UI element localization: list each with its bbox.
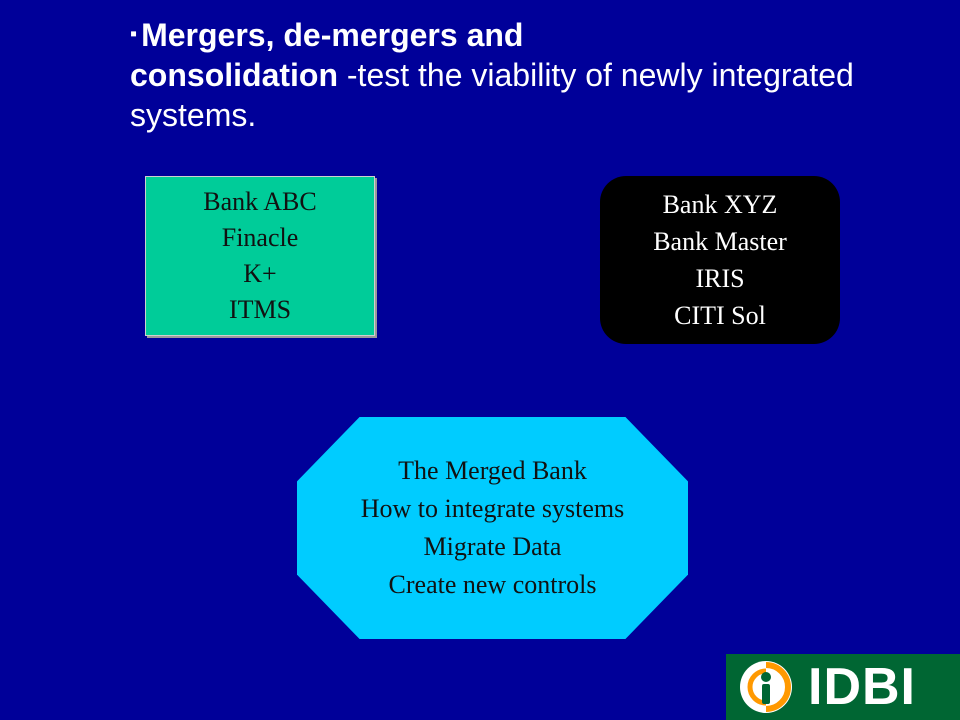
bank-xyz-box: Bank XYZ Bank Master IRIS CITI Sol [600, 176, 840, 344]
idbi-logo-text: IDBI [808, 658, 916, 716]
bank-abc-line: ITMS [228, 295, 292, 324]
idbi-logo: IDBI [726, 654, 960, 720]
bank-abc-line: Finacle [221, 223, 299, 252]
bank-abc-line: Bank ABC [203, 187, 317, 216]
title-bold-2: consolidation [130, 57, 338, 93]
merged-bank-octagon: The Merged Bank How to integrate systems… [297, 417, 688, 639]
merged-bank-line: Create new controls [388, 570, 597, 599]
bank-xyz-line: Bank XYZ [662, 190, 778, 219]
bank-xyz-line: CITI Sol [674, 301, 766, 330]
title-rest: -test the viability of newly integrated … [130, 57, 854, 133]
bank-abc-line: K+ [243, 259, 277, 288]
idbi-emblem-icon [740, 661, 792, 713]
title-bold-1: Mergers, de-mergers and [141, 17, 524, 53]
bank-xyz-line: IRIS [695, 264, 745, 293]
merged-bank-line: The Merged Bank [398, 456, 587, 485]
bank-xyz-line: Bank Master [653, 227, 787, 256]
merged-bank-line: How to integrate systems [360, 494, 625, 523]
bank-abc-box: Bank ABC Finacle K+ ITMS [145, 176, 375, 336]
slide-title: ▪Mergers, de-mergers and consolidation -t… [130, 14, 930, 135]
bullet-icon: ▪ [130, 23, 138, 45]
merged-bank-line: Migrate Data [423, 532, 562, 561]
